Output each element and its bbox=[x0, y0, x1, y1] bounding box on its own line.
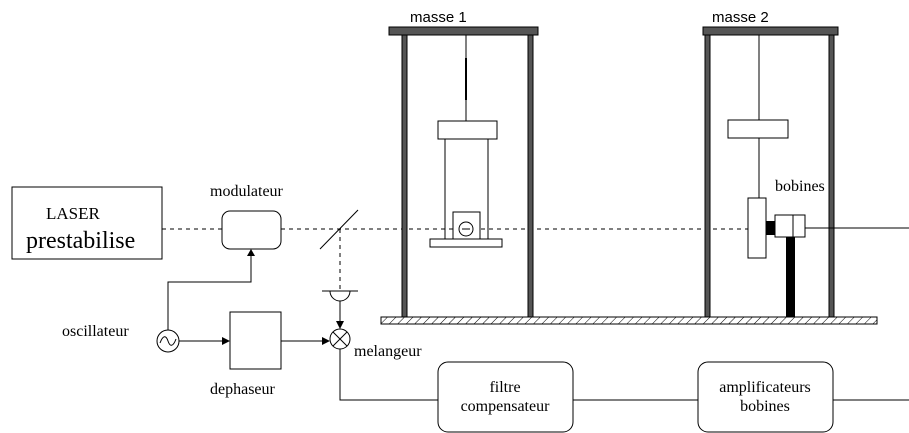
masse-2-label: masse 2 bbox=[712, 9, 769, 26]
laser-block: LASER prestabilise bbox=[11, 186, 163, 260]
compensateur-label: compensateur bbox=[461, 398, 551, 415]
masse-1-frame: masse 1 bbox=[388, 9, 539, 318]
bobines-label: bobines bbox=[775, 178, 825, 195]
base-plate bbox=[380, 316, 878, 325]
mixer-to-filtre-wire bbox=[339, 349, 438, 401]
melangeur-label: melangeur bbox=[354, 343, 422, 360]
beam-splitter bbox=[319, 209, 359, 250]
modulateur-block: modulateur bbox=[210, 183, 284, 250]
modulateur-label: modulateur bbox=[210, 183, 284, 200]
arrow-to-dephaseur bbox=[222, 337, 230, 345]
bobines-actuator: bobines bbox=[766, 178, 909, 317]
laser-beam bbox=[162, 228, 748, 290]
oscillateur-label: oscillateur bbox=[62, 323, 129, 340]
laser-prestabilise-label: prestabilise bbox=[26, 228, 135, 254]
amplificateurs-block: amplificateurs bobines bbox=[697, 361, 834, 433]
amplificateurs-bobines-label: bobines bbox=[740, 398, 790, 415]
circle-cross-icon bbox=[329, 328, 351, 350]
masse-1-label: masse 1 bbox=[410, 9, 467, 26]
sine-wave-icon bbox=[156, 329, 180, 353]
oscillateur-block: oscillateur bbox=[62, 323, 180, 353]
dephaseur-block: dephaseur bbox=[210, 311, 282, 398]
amplificateurs-label: amplificateurs bbox=[719, 379, 811, 396]
dephaseur-label: dephaseur bbox=[210, 381, 276, 398]
laser-label: LASER bbox=[46, 204, 101, 223]
photodetector-icon bbox=[322, 290, 358, 323]
osc-to-modulateur-wire bbox=[167, 254, 252, 330]
arrow-photodetector-to-mixer bbox=[336, 321, 344, 329]
arrow-to-modulateur bbox=[247, 249, 255, 256]
masse-2-frame: masse 2 bbox=[702, 9, 839, 318]
filtre-compensateur-block: filtre compensateur bbox=[437, 361, 574, 433]
filtre-label: filtre bbox=[489, 379, 520, 396]
arrow-to-mixer bbox=[322, 337, 330, 345]
